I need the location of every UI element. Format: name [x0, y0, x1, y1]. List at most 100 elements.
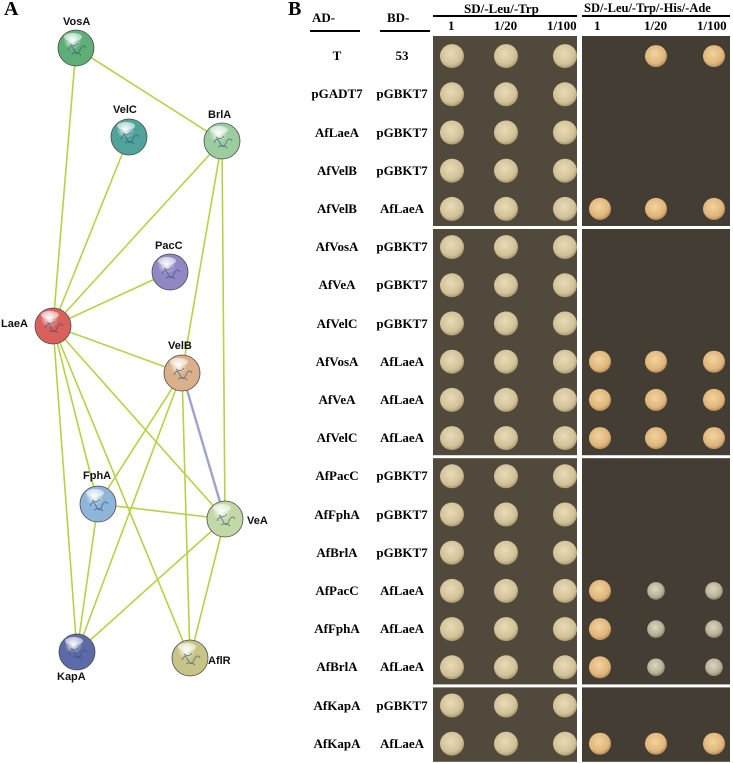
plate-m1-group-3	[433, 458, 577, 685]
m1-dilution-1-100: 1/100	[547, 18, 577, 33]
colony-row2-m1-d3	[553, 82, 577, 107]
node-laea[interactable]	[34, 307, 72, 345]
plate-m2-group-1-shade	[582, 36, 730, 226]
colony-row6-m1-d1	[440, 235, 464, 260]
panel-b-letter: B	[288, 0, 302, 20]
colony-row9-m1-d3	[553, 349, 577, 374]
node-vosa[interactable]	[57, 29, 95, 67]
row-19-ad-label: AfKapA	[313, 735, 361, 751]
colony-row11-m2-d2	[645, 427, 667, 450]
node-pacc[interactable]	[151, 253, 189, 291]
colony-row9-m2-d3	[703, 350, 725, 373]
node-aflr[interactable]	[171, 639, 209, 677]
node-fpha-highlight	[86, 489, 104, 497]
colony-row15-m1-d1	[440, 578, 464, 603]
row-15-bd-label: AfLaeA	[379, 582, 425, 598]
plate-m1-group-4	[433, 687, 577, 762]
colony-row8-m1-d2	[494, 311, 518, 336]
colony-row17-m1-d1	[440, 655, 464, 680]
m2-dilution-1: 1	[594, 18, 601, 33]
node-brla[interactable]	[203, 122, 241, 160]
colony-row5-m2-d1	[589, 197, 611, 220]
row-12-bd-label: pGBKT7	[376, 468, 428, 484]
plate-m2-group-3	[582, 458, 730, 685]
m2-dilution-1-100: 1/100	[697, 18, 727, 33]
colony-row17-m1-d2	[494, 655, 518, 680]
colony-row15-m1-d2	[494, 578, 518, 603]
row-18-ad-label: AfKapA	[313, 697, 361, 713]
node-kapa[interactable]	[58, 633, 96, 671]
colony-row10-m2-d1	[589, 388, 611, 411]
row-17-bd-label: AfLaeA	[379, 659, 425, 675]
plate-m1-group-1	[433, 36, 577, 226]
row-11-ad-label: AfVelC	[316, 430, 358, 446]
node-laea-structure-icon	[44, 320, 64, 334]
edge-fpha-kapa	[76, 503, 99, 653]
row-3-bd-label: pGBKT7	[376, 124, 428, 140]
row-9-bd-label: AfLaeA	[379, 353, 425, 369]
colony-row2-m1-d1	[440, 82, 464, 107]
node-velb[interactable]	[163, 354, 201, 392]
node-label-vosa: VosA	[63, 16, 91, 28]
node-label-pacc: PacC	[155, 240, 183, 252]
row-4-bd-label: pGBKT7	[376, 162, 428, 178]
row-19-bd-label: AfLaeA	[379, 735, 425, 751]
colony-row3-m1-d3	[553, 120, 577, 145]
row-16-bd-label: AfLaeA	[379, 621, 425, 637]
medium2-underline	[582, 15, 730, 17]
colony-row15-m2-d2	[647, 582, 665, 600]
row-11-bd-label: AfLaeA	[379, 430, 425, 446]
row-2-ad-label: pGADT7	[311, 86, 363, 102]
plate-m2-group-3-shade	[582, 458, 730, 685]
plate-m2-group-1	[582, 36, 730, 226]
row-17-ad-label: AfBrlA	[316, 659, 358, 675]
colony-row16-m2-d3	[705, 620, 723, 638]
medium1-underline	[433, 15, 577, 17]
colony-row4-m1-d2	[494, 158, 518, 183]
plate-m1-group-4-shade	[433, 687, 577, 762]
colony-row5-m2-d3	[703, 197, 725, 220]
node-fpha[interactable]	[79, 485, 117, 523]
node-laea-highlight	[41, 311, 59, 319]
colony-row5-m1-d3	[553, 196, 577, 221]
colony-row1-m1-d2	[494, 44, 518, 69]
colony-row7-m1-d3	[553, 273, 577, 298]
bd-underline	[380, 30, 430, 32]
row-8-ad-label: AfVelC	[316, 315, 358, 331]
colony-row18-m1-d3	[553, 693, 577, 718]
node-aflr-highlight	[178, 643, 196, 651]
colony-row5-m1-d2	[494, 196, 518, 221]
edge-laea-fpha	[52, 325, 99, 505]
node-brla-highlight	[210, 126, 228, 134]
colony-row5-m1-d1	[440, 196, 464, 221]
row-13-ad-label: AfFphA	[314, 506, 360, 522]
row-1-ad-label: T	[332, 48, 342, 64]
row-6-bd-label: pGBKT7	[376, 239, 428, 255]
colony-row10-m1-d2	[494, 387, 518, 412]
colony-row7-m1-d2	[494, 273, 518, 298]
colony-row5-m2-d2	[645, 197, 667, 220]
row-4-ad-label: AfVelB	[317, 162, 357, 178]
node-label-velb: VelB	[168, 340, 192, 352]
edge-velb-aflr	[181, 372, 191, 659]
row-18-bd-label: pGBKT7	[376, 697, 428, 713]
colony-row17-m2-d1	[589, 656, 611, 679]
m1-dilution-1: 1	[448, 18, 455, 33]
colony-row16-m2-d1	[589, 618, 611, 641]
colony-row9-m1-d1	[440, 349, 464, 374]
row-6-ad-label: AfVosA	[315, 239, 359, 255]
colony-row15-m1-d3	[553, 578, 577, 603]
edge-brla-velb	[181, 140, 223, 374]
plate-m2-group-4	[582, 687, 730, 762]
colony-row1-m2-d3	[703, 45, 725, 68]
colony-row13-m1-d1	[440, 502, 464, 527]
colony-row15-m2-d1	[589, 579, 611, 602]
row-13-bd-label: pGBKT7	[376, 506, 428, 522]
edge-vosa-laea	[52, 47, 77, 327]
medium2-header: SD/-Leu/-Trp/-His/-Ade	[584, 1, 711, 15]
node-velc[interactable]	[110, 118, 148, 156]
node-vea[interactable]	[206, 500, 244, 538]
ad-column-header: AD-	[312, 10, 336, 25]
node-vea-highlight	[213, 504, 231, 512]
